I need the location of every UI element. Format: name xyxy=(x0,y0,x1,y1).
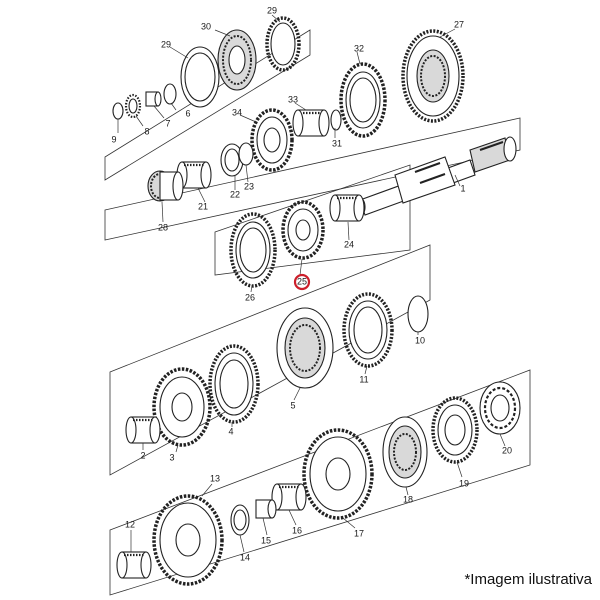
ring-23 xyxy=(238,142,254,166)
callout-21: 21 xyxy=(198,201,208,211)
callout-18: 18 xyxy=(403,494,413,504)
washer-22 xyxy=(220,143,244,177)
gear-25 xyxy=(281,200,325,260)
callout-5: 5 xyxy=(290,400,295,410)
callout-25: 25 xyxy=(297,276,307,286)
callout-20: 20 xyxy=(502,445,512,455)
callout-2: 2 xyxy=(140,450,145,460)
gear-32 xyxy=(339,62,387,138)
callout-34: 34 xyxy=(232,107,242,117)
callout-11: 11 xyxy=(359,374,368,384)
lower-gear-frame xyxy=(109,369,531,596)
gear-34 xyxy=(250,108,294,172)
highlight-circle-25 xyxy=(293,273,311,291)
callout-31: 31 xyxy=(332,138,342,148)
callout-33: 33 xyxy=(288,94,298,104)
snap-ring-31 xyxy=(330,109,342,131)
callout-3: 3 xyxy=(169,452,174,462)
callout-22: 22 xyxy=(230,189,240,199)
synchro-sleeve-5 xyxy=(276,307,334,389)
callout-4: 4 xyxy=(228,426,233,436)
spacer-6 xyxy=(163,83,177,105)
needle-bearing-33 xyxy=(292,109,330,137)
callout-1: 1 xyxy=(460,183,465,193)
bushing-15 xyxy=(255,499,277,519)
callout-13: 13 xyxy=(210,473,220,483)
callout-17: 17 xyxy=(354,528,364,538)
friction-ring-4 xyxy=(208,344,260,424)
gear-17 xyxy=(302,428,374,520)
callout-7: 7 xyxy=(165,118,170,128)
synchro-ring-26 xyxy=(229,212,277,288)
friction-ring-29 xyxy=(180,46,220,108)
callout-12: 12 xyxy=(125,519,135,529)
callout-23: 23 xyxy=(244,181,254,191)
synchro-ring-29 xyxy=(265,16,301,72)
snap-ring-9 xyxy=(112,102,124,120)
bushing-7 xyxy=(145,91,162,107)
synchro-ring-11 xyxy=(342,292,394,368)
callout-27: 27 xyxy=(454,19,464,29)
needle-bearing-2 xyxy=(125,416,161,444)
bearing-8 xyxy=(124,93,142,119)
callout-8: 8 xyxy=(144,126,149,136)
callout-24: 24 xyxy=(344,239,354,249)
main-shaft xyxy=(354,136,517,217)
callout-29-top: 29 xyxy=(267,5,277,15)
gear-3 xyxy=(152,367,212,447)
callout-10: 10 xyxy=(415,335,425,345)
synchro-hub-30 xyxy=(217,29,257,91)
collar-28 xyxy=(147,170,184,202)
ball-bearing-20 xyxy=(479,381,521,435)
leader-lines xyxy=(117,14,506,553)
needle-bearing-12 xyxy=(116,551,152,579)
callout-26: 26 xyxy=(245,292,255,302)
callout-9: 9 xyxy=(111,134,116,144)
needle-bearing-16 xyxy=(271,483,307,511)
callout-16: 16 xyxy=(292,525,302,535)
callout-30: 30 xyxy=(201,21,211,31)
callout-6: 6 xyxy=(185,108,190,118)
gear-19 xyxy=(431,396,479,464)
callout-14: 14 xyxy=(240,552,250,562)
callout-32: 32 xyxy=(354,43,364,53)
gear-13 xyxy=(152,494,224,586)
synchro-cone-27 xyxy=(401,29,465,123)
needle-bearing-24 xyxy=(329,194,365,222)
illustrative-image-caption: *Imagem ilustrativa xyxy=(464,571,592,588)
callout-29-left: 29 xyxy=(161,39,171,49)
synchro-assembly-frame xyxy=(109,244,431,476)
snap-ring-10 xyxy=(407,295,429,333)
washer-14 xyxy=(230,504,250,536)
callout-28: 28 xyxy=(158,222,168,232)
callout-15: 15 xyxy=(261,535,271,545)
callout-19: 19 xyxy=(459,478,469,488)
synchro-hub-18 xyxy=(382,416,428,488)
mid-assembly-frame xyxy=(214,164,411,276)
upper-shaft-frame xyxy=(104,117,521,241)
needle-bearing-21 xyxy=(176,161,212,189)
